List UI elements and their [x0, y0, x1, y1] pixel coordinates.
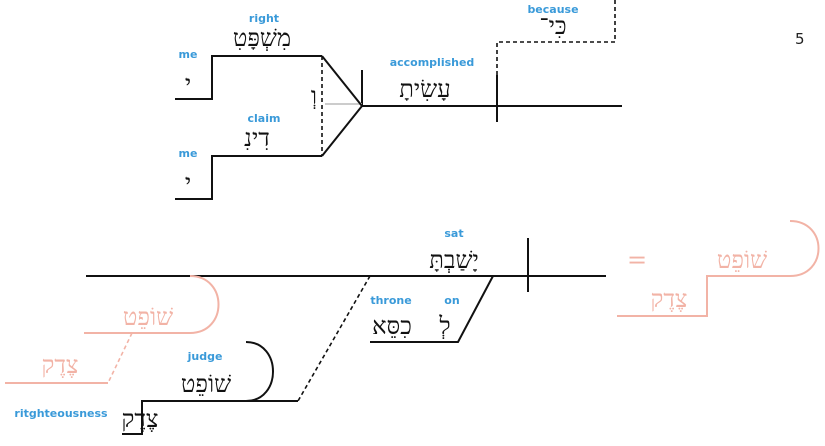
- apposition-shofet: שׁוֹפֵט: [717, 246, 767, 274]
- object2-suffix-gloss: me: [179, 147, 198, 160]
- participle-dashed-connector: [297, 275, 371, 402]
- faded-dashed-connector: [107, 332, 133, 384]
- verb-asita: עָשִׂיתָ: [399, 75, 451, 103]
- participle-line: [122, 400, 298, 435]
- object1-suffix-gloss: me: [179, 48, 198, 61]
- connector-dashed-line: [496, 0, 616, 75]
- clause-1: because כִּי־ accomplished עָשִׂיתָ וְ r…: [175, 0, 622, 200]
- apposition-tsedeq: צֶדֶק: [651, 285, 688, 313]
- participle-curve: [245, 341, 274, 402]
- apposition-line: [617, 275, 790, 317]
- object2-suffix: י: [185, 169, 191, 197]
- verb-gloss-accomplished: accomplished: [390, 56, 475, 69]
- object1-noun-gloss: right: [249, 12, 279, 25]
- preposition-le: לְ: [438, 312, 450, 340]
- object2-noun: דִינִ: [244, 124, 270, 152]
- connector-word: כִּי־: [539, 12, 566, 40]
- participle-object-gloss: ritghteousness: [14, 407, 108, 420]
- prep-object-kisse: כִסֵּא: [372, 312, 412, 340]
- prep-phrase-line: [370, 275, 494, 343]
- apposition-curve: [789, 220, 820, 277]
- compound-fork: [321, 55, 364, 157]
- object2-line: [175, 155, 322, 200]
- connector-gloss: because: [527, 3, 578, 16]
- object2-noun-gloss: claim: [248, 112, 281, 125]
- object1-noun: מִשְׁפָּטִ: [233, 24, 291, 52]
- prep-gloss-on: on: [444, 294, 459, 307]
- verse-number: 5: [795, 30, 805, 48]
- object1-suffix: י: [185, 70, 191, 98]
- participle-gloss-judge: judge: [187, 350, 223, 363]
- prep-object-gloss-throne: throne: [370, 294, 411, 307]
- apposition-equals: =: [627, 246, 647, 274]
- faded-participle-curve: [189, 275, 220, 334]
- object1-line: [175, 55, 322, 100]
- verb-gloss-sat: sat: [444, 227, 463, 240]
- faded-participle-tsedeq: צֶדֶק: [42, 351, 79, 379]
- verb-yashavta: יָשַׁבְתָּ: [429, 246, 479, 274]
- clause-2: sat יָשַׁבְתָּ throne on כִסֵּא לְ judge…: [5, 220, 820, 435]
- participle-object-tsedeq: צֶדֶק: [122, 405, 159, 433]
- participle-shofet: שׁוֹפֵט: [181, 370, 231, 398]
- conjunction-ve: וְ: [311, 82, 317, 110]
- faded-participle-shofet: שׁוֹפֵט: [123, 303, 173, 331]
